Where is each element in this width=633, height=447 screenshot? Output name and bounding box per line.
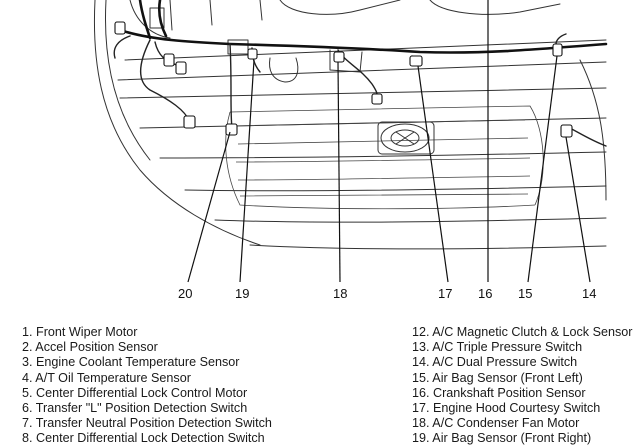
legend-item: 17. Engine Hood Courtesy Switch bbox=[412, 401, 601, 416]
callout-numbers: 20 19 18 17 16 15 14 bbox=[178, 286, 596, 301]
legend-item: 8. Center Differential Lock Detection Sw… bbox=[22, 431, 265, 446]
legend-item: 5. Center Differential Lock Control Moto… bbox=[22, 385, 248, 400]
legend-item: 7. Transfer Neutral Position Detection S… bbox=[22, 416, 272, 431]
legend-right: 12. A/C Magnetic Clutch & Lock Sensor 13… bbox=[412, 325, 633, 447]
leader-lines bbox=[187, 0, 591, 283]
callout-20: 20 bbox=[178, 286, 192, 301]
vehicle-front-body bbox=[93, 0, 607, 250]
connectors bbox=[114, 21, 573, 138]
legend-item: 19. Air Bag Sensor (Front Right) bbox=[412, 431, 592, 446]
callout-18: 18 bbox=[333, 286, 347, 301]
legend-item: 15. Air Bag Sensor (Front Left) bbox=[412, 370, 583, 385]
legend-item: 14. A/C Dual Pressure Switch bbox=[412, 355, 578, 370]
legend-item: 4. A/T Oil Temperature Sensor bbox=[22, 370, 191, 385]
legend-item: 16. Crankshaft Position Sensor bbox=[412, 385, 586, 400]
legend-item: 1. Front Wiper Motor bbox=[22, 325, 138, 339]
legend-item: 6. Transfer "L" Position Detection Switc… bbox=[22, 401, 248, 416]
legend-item: 13. A/C Triple Pressure Switch bbox=[412, 340, 583, 355]
legend-item: 18. A/C Condenser Fan Motor bbox=[412, 416, 580, 431]
callout-16: 16 bbox=[478, 286, 492, 301]
callout-19: 19 bbox=[235, 286, 249, 301]
engine-bay-diagram: 20 19 18 17 16 15 14 bbox=[93, 0, 608, 301]
engine-details bbox=[129, 0, 561, 83]
callout-17: 17 bbox=[438, 286, 452, 301]
legend-left: 1. Front Wiper Motor 2. Accel Position S… bbox=[22, 325, 272, 447]
legend-item: 3. Engine Coolant Temperature Sensor bbox=[22, 355, 240, 370]
legend-item: 2. Accel Position Sensor bbox=[22, 340, 158, 355]
legend-item: 12. A/C Magnetic Clutch & Lock Sensor bbox=[412, 325, 633, 339]
callout-15: 15 bbox=[518, 286, 532, 301]
callout-14: 14 bbox=[582, 286, 596, 301]
